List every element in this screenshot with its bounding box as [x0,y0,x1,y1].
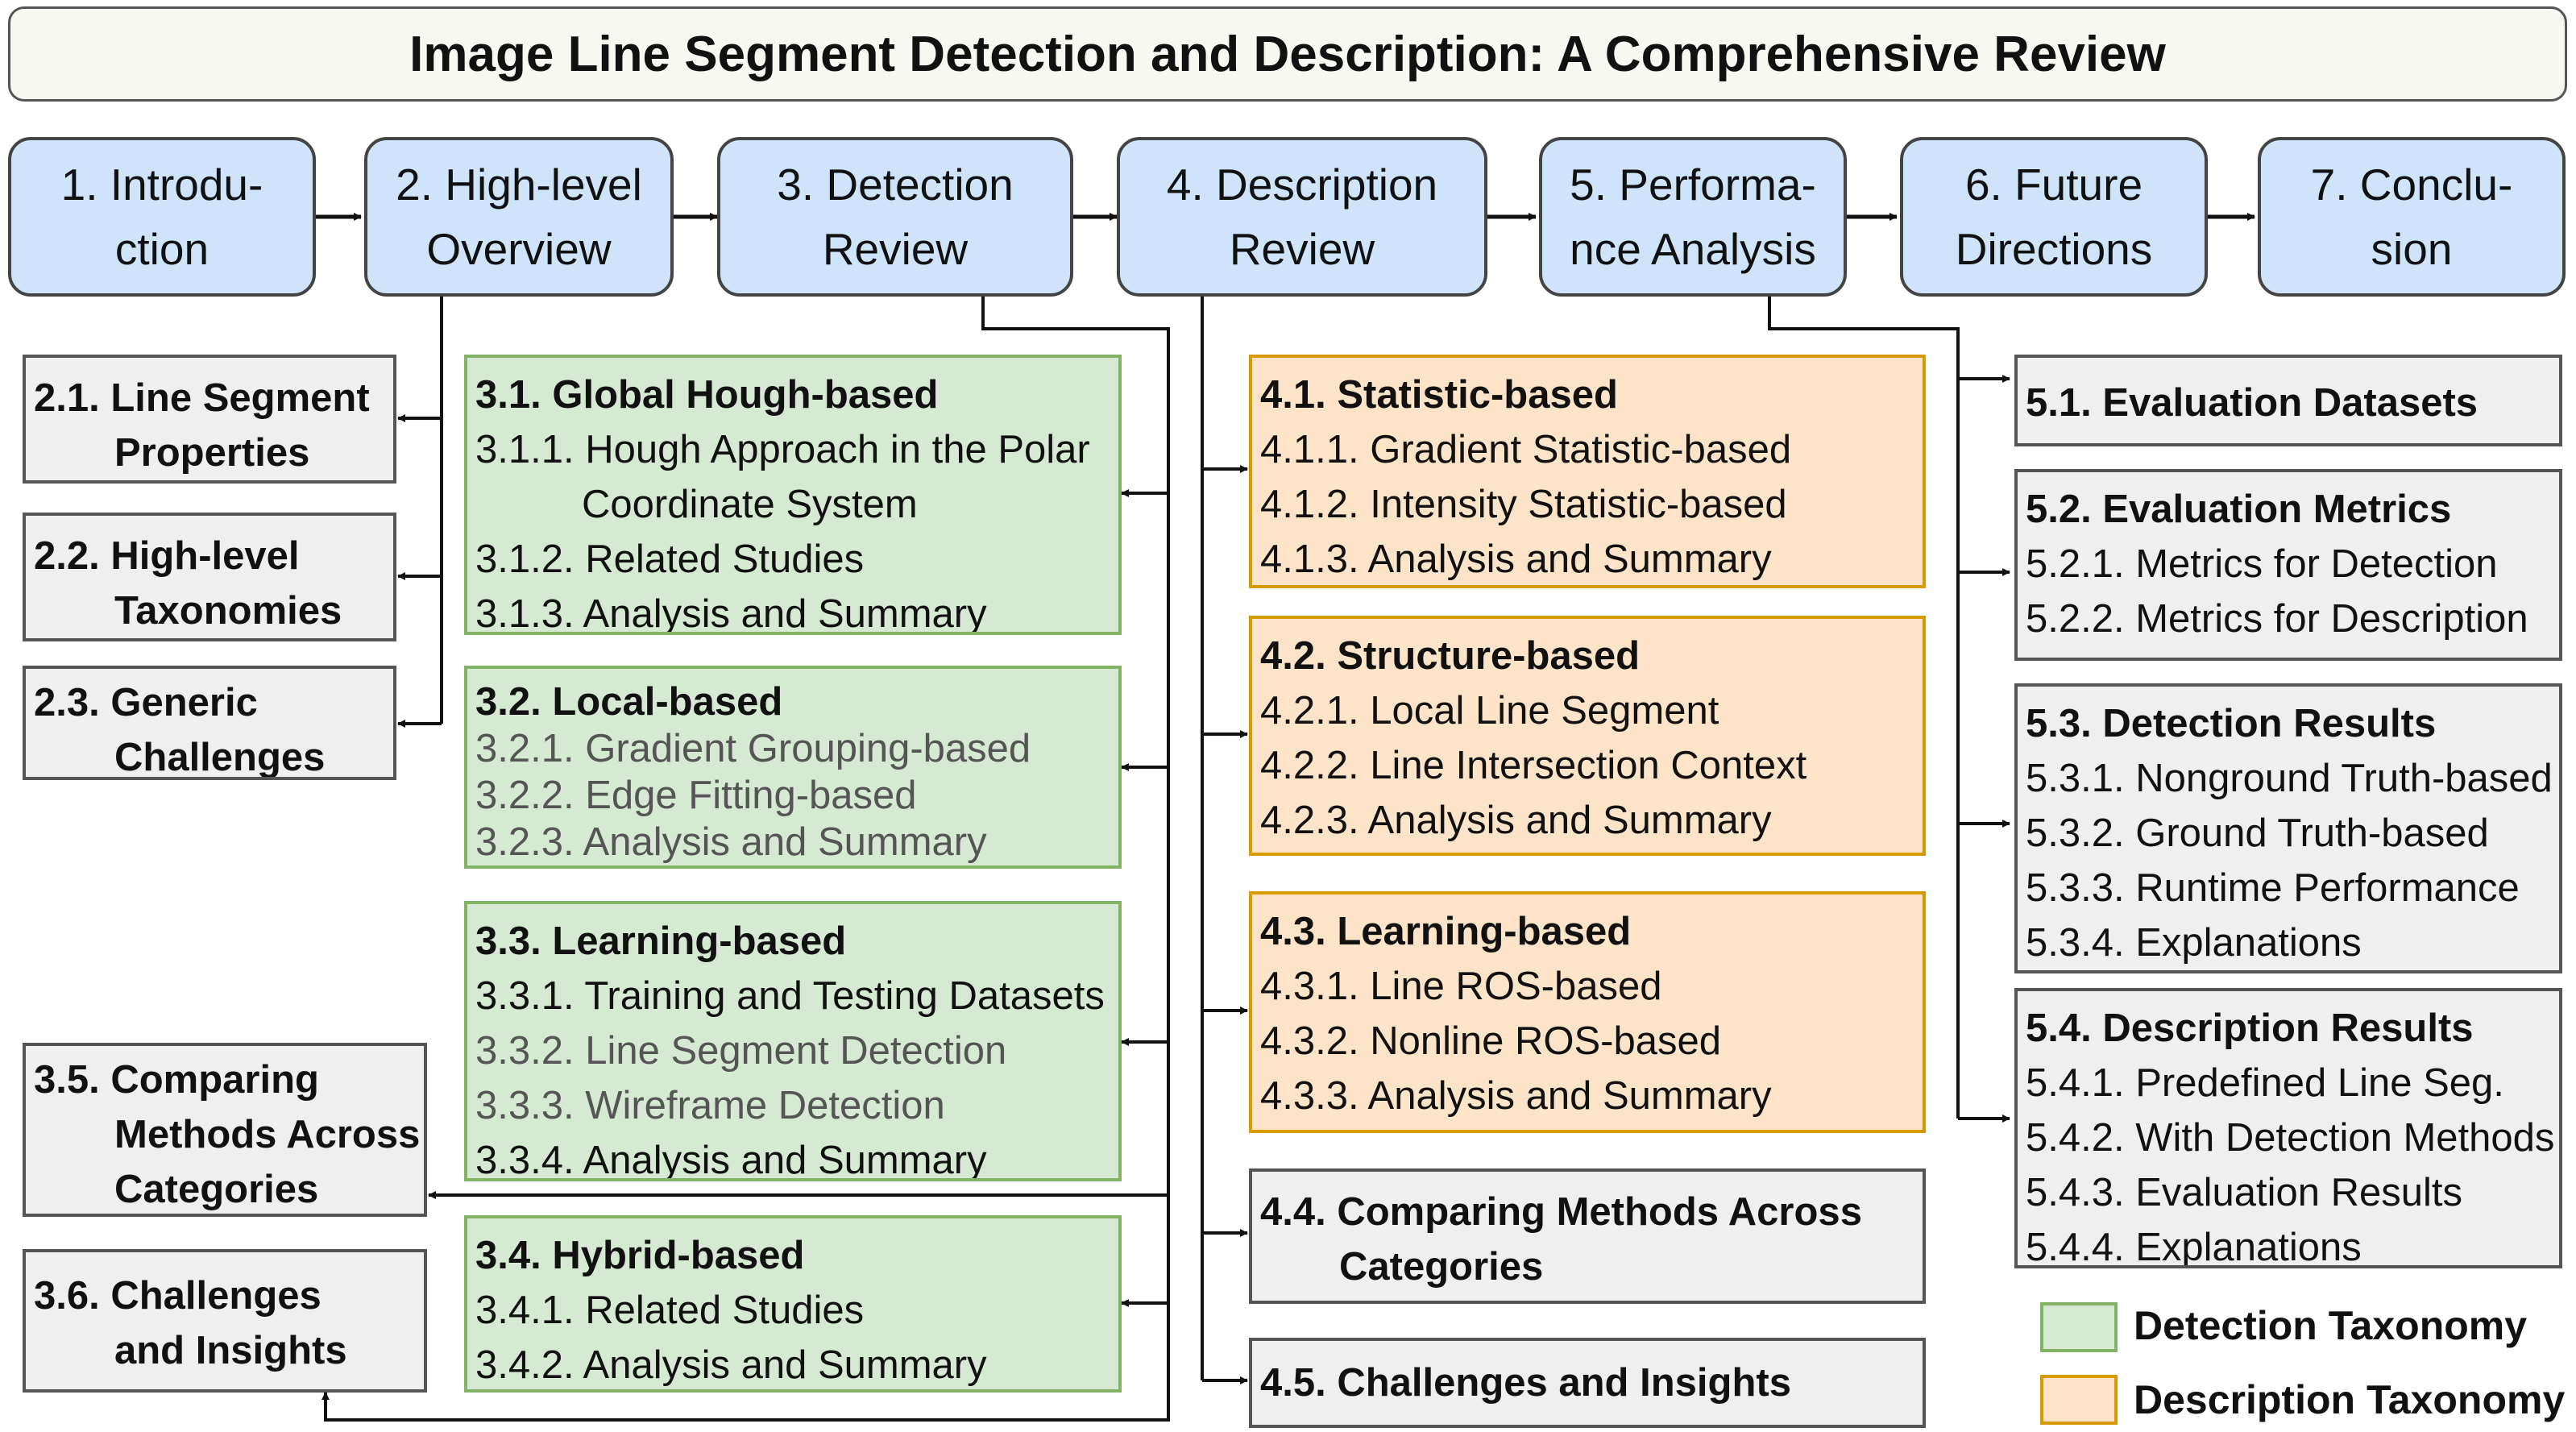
overview-box-2-1: 2.1. Line Segment Properties [23,355,396,484]
performance-heading: 5.1. Evaluation Datasets [2026,381,2479,425]
legend-label-description: Description Taxonomy [2134,1377,2566,1422]
performance-item: 5.3.3. Runtime Performance [2026,866,2520,910]
description-item: 4.2.3. Analysis and Summary [1260,799,1772,842]
detection-item: 3.2.3. Analysis and Summary [475,820,987,864]
detection-item: 3.1.2. Related Studies [475,538,865,581]
description-item: 4.3.2. Nonline ROS-based [1260,1019,1721,1063]
description-heading: 4.4. Comparing Methods Across [1260,1190,1862,1234]
description-box-4-4: 4.4. Comparing Methods Across Categories [1249,1168,1926,1304]
description-item: 4.3.1. Line ROS-based [1260,965,1662,1008]
performance-item: 5.4.4. Explanations [2026,1226,2362,1268]
overview-box-2-3: 2.3. Generic Challenges [23,666,396,780]
detection-item: 3.3.4. Analysis and Summary [475,1139,987,1181]
performance-item: 5.2.1. Metrics for Detection [2026,542,2498,586]
detection-extra-line: Methods Across [114,1113,421,1156]
detection-item: 3.4.1. Related Studies [475,1289,865,1332]
performance-heading: 5.2. Evaluation Metrics [2026,488,2452,531]
detection-extra-num: 3.5. [34,1058,100,1102]
detection-item: 3.2.1. Gradient Grouping-based [475,727,1031,770]
performance-item: 5.3.1. Nonground Truth-based [2026,757,2553,800]
detection-item: 3.2.2. Edge Fitting-based [475,774,917,817]
detection-heading: 3.2. Local-based [475,680,783,724]
description-box-4-3: 4.3. Learning-based 4.3.1. Line ROS-base… [1249,891,1926,1133]
description-heading: 4.2. Structure-based [1260,634,1641,678]
section-introduction: 1. Introdu- ction [8,137,316,297]
detection-item: 3.1.1. Hough Approach in the Polar [475,428,1090,471]
description-item: 4.1.2. Intensity Statistic-based [1260,483,1787,526]
performance-box-5-3: 5.3. Detection Results 5.3.1. Nonground … [2014,683,2562,973]
section-performance-analysis: 5. Performa- nce Analysis [1539,137,1847,297]
detection-extra-line: Categories [114,1168,319,1211]
section-detection-review: 3. Detection Review [717,137,1073,297]
overview-line: Properties [114,431,310,475]
legend-swatch-description [2040,1375,2118,1425]
description-box-4-1: 4.1. Statistic-based 4.1.1. Gradient Sta… [1249,355,1926,588]
overview-num: 2.1. [34,376,100,420]
description-box-4-5: 4.5. Challenges and Insights [1249,1338,1926,1428]
performance-heading: 5.4. Description Results [2026,1007,2474,1050]
detection-box-3-4: 3.4. Hybrid-based 3.4.1. Related Studies… [464,1215,1122,1393]
detection-item: 3.3.3. Wireframe Detection [475,1084,945,1127]
performance-box-5-1: 5.1. Evaluation Datasets [2014,355,2562,446]
detection-box-3-3: 3.3. Learning-based 3.3.1. Training and … [464,901,1122,1181]
detection-item: 3.3.1. Training and Testing Datasets [475,974,1105,1018]
detection-box-3-2: 3.2. Local-based 3.2.1. Gradient Groupin… [464,666,1122,869]
detection-box-3-5: 3.5. Comparing Methods Across Categories [23,1043,427,1217]
diagram-title: Image Line Segment Detection and Descrip… [8,6,2567,102]
detection-extra-line: Challenges [110,1274,321,1318]
performance-box-5-2: 5.2. Evaluation Metrics 5.2.1. Metrics f… [2014,469,2562,661]
description-item: 4.2.1. Local Line Segment [1260,689,1719,733]
description-heading: 4.3. Learning-based [1260,910,1632,953]
legend-swatch-detection [2040,1302,2118,1352]
description-item: Categories [1339,1245,1544,1289]
section-conclusion: 7. Conclu- sion [2258,137,2566,297]
overview-num: 2.3. [34,681,100,724]
overview-box-2-2: 2.2. High-level Taxonomies [23,513,396,641]
performance-item: 5.4.3. Evaluation Results [2026,1171,2463,1214]
description-item: 4.3.3. Analysis and Summary [1260,1074,1772,1118]
overview-line: High-level [110,534,300,578]
description-item: 4.2.2. Line Intersection Context [1260,744,1807,787]
overview-line: Line Segment [110,376,370,420]
detection-extra-line: and Insights [114,1329,347,1372]
detection-heading: 3.4. Hybrid-based [475,1234,805,1277]
detection-heading: 3.3. Learning-based [475,919,847,963]
legend-label-detection: Detection Taxonomy [2134,1303,2528,1348]
detection-item: 3.1.3. Analysis and Summary [475,592,987,635]
detection-item: Coordinate System [582,483,918,526]
detection-extra-line: Comparing [110,1058,319,1102]
detection-heading: 3.1. Global Hough-based [475,373,939,417]
detection-box-3-1: 3.1. Global Hough-based 3.1.1. Hough App… [464,355,1122,635]
performance-box-5-4: 5.4. Description Results 5.4.1. Predefin… [2014,988,2562,1268]
detection-extra-num: 3.6. [34,1274,100,1318]
overview-line: Taxonomies [114,589,342,633]
section-description-review: 4. Description Review [1117,137,1487,297]
overview-line: Generic [110,681,258,724]
section-high-level-overview: 2. High-level Overview [364,137,674,297]
performance-item: 5.3.4. Explanations [2026,921,2362,965]
detection-item: 3.4.2. Analysis and Summary [475,1343,987,1387]
performance-item: 5.4.2. With Detection Methods [2026,1116,2555,1160]
description-heading: 4.1. Statistic-based [1260,373,1618,417]
overview-num: 2.2. [34,534,100,578]
description-item: 4.1.1. Gradient Statistic-based [1260,428,1792,471]
performance-heading: 5.3. Detection Results [2026,702,2437,745]
performance-item: 5.2.2. Metrics for Description [2026,597,2528,641]
section-future-directions: 6. Future Directions [1900,137,2208,297]
description-box-4-2: 4.2. Structure-based 4.2.1. Local Line S… [1249,616,1926,856]
performance-item: 5.3.2. Ground Truth-based [2026,811,2489,855]
performance-item: 5.4.1. Predefined Line Seg. [2026,1061,2504,1105]
description-item: 4.1.3. Analysis and Summary [1260,538,1772,581]
description-heading: 4.5. Challenges and Insights [1260,1361,1791,1405]
detection-item: 3.3.2. Line Segment Detection [475,1029,1007,1073]
detection-box-3-6: 3.6. Challenges and Insights [23,1249,427,1393]
overview-line: Challenges [114,736,326,779]
